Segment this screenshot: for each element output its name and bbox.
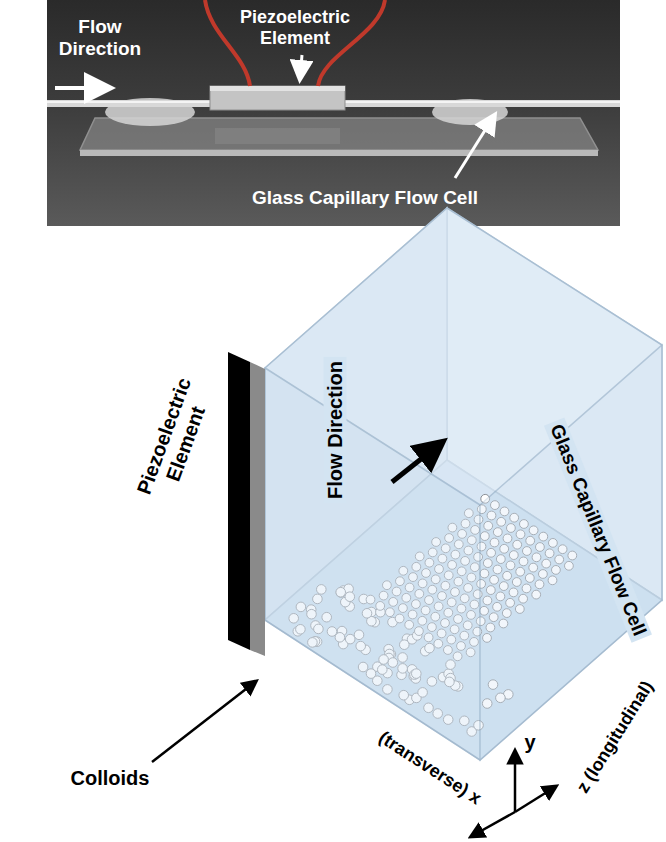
flow-cell-schematic: [152, 208, 662, 762]
photo: [47, 0, 620, 226]
label: Piezoelectric Element: [124, 352, 225, 527]
leader-arrow: [300, 55, 302, 78]
flow-arrow: [55, 86, 108, 90]
label: y: [524, 731, 535, 754]
axes: [472, 752, 555, 836]
leader-arrow: [152, 682, 255, 762]
label: Flow Direction: [48, 16, 153, 60]
label: Flow Direction: [324, 357, 347, 503]
piezo-element: [210, 86, 345, 110]
x-axis: [472, 812, 515, 836]
near-face: [265, 368, 480, 760]
photo-background: [47, 0, 620, 226]
flow-arrow: [392, 444, 440, 482]
piezo-plate-edge: [250, 362, 265, 656]
label: z (longitudinal): [572, 677, 657, 796]
label: Colloids: [71, 767, 150, 790]
piezo-plate: [228, 352, 250, 650]
z-axis: [515, 787, 555, 812]
label: Glass Capillary Flow Cell: [252, 187, 478, 209]
leader-arrow: [455, 116, 494, 178]
y-axis: [514, 752, 517, 812]
label: Piezoelectric Element: [225, 7, 365, 48]
glass-slide-edge: [80, 150, 598, 156]
piezo-highlight: [210, 86, 345, 91]
